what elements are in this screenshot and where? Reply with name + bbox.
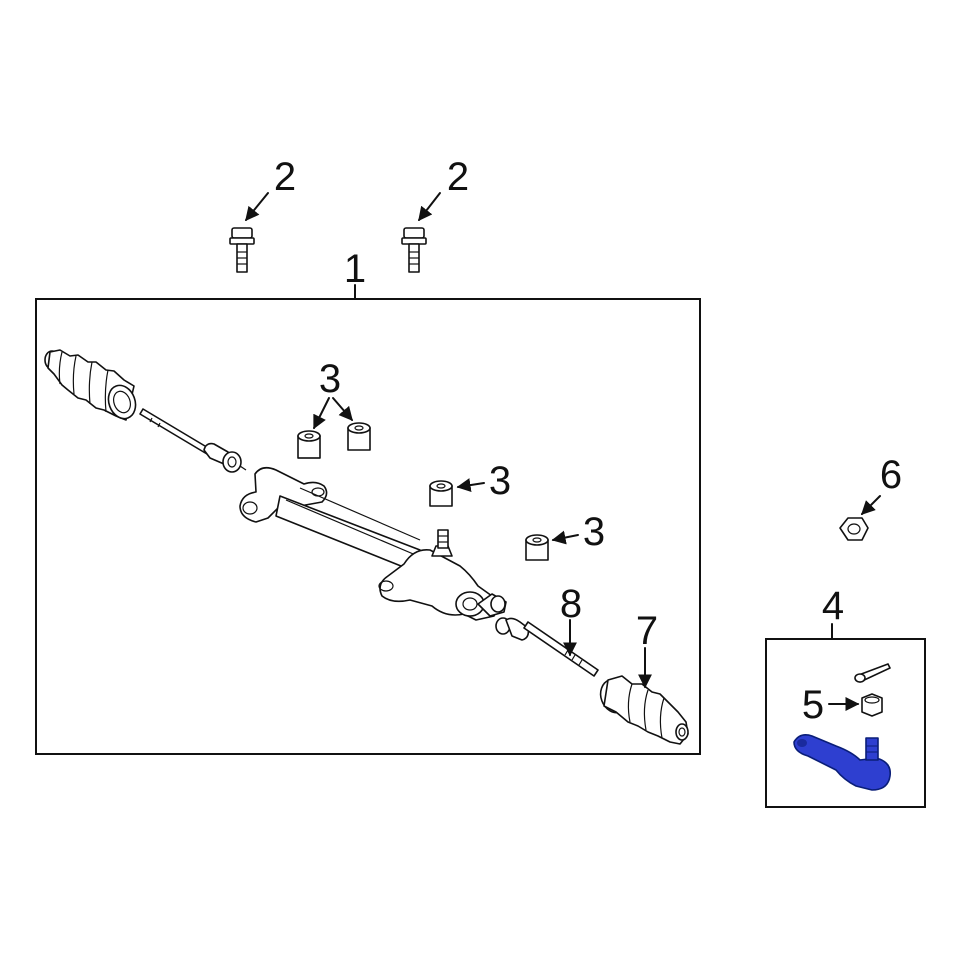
kit-nut — [861, 693, 883, 717]
outer-tie-rod-end — [793, 734, 892, 791]
bolt-left — [229, 227, 255, 273]
inner-tie-rod-left — [139, 408, 247, 473]
boot-left — [44, 349, 137, 421]
bushing-top-left-arrow — [313, 397, 330, 430]
callout-tie-rod-end-kit: 4 — [822, 584, 844, 628]
boot-right — [599, 675, 689, 745]
callout-kit-nut: 5 — [802, 683, 824, 727]
nut-arrow — [861, 495, 881, 515]
callout-bushing-middle: 3 — [489, 459, 511, 503]
callout-bushings-top: 3 — [319, 357, 341, 401]
callout-boot: 7 — [636, 609, 658, 653]
inner-tie-rod-right — [495, 617, 599, 677]
bushing-top-left — [297, 430, 321, 459]
rack-housing — [239, 466, 507, 621]
bushing-middle — [429, 480, 453, 507]
tie-rod-end-kit-frame — [765, 638, 926, 808]
bushing-top-right-arrow — [332, 397, 353, 422]
callout-rack-assembly: 1 — [344, 247, 366, 291]
bushing-middle-arrow — [456, 478, 485, 493]
bolt-right — [401, 227, 427, 273]
callout-nut: 6 — [880, 453, 902, 497]
bushing-top-right — [347, 422, 371, 451]
callout-inner-tie-rod: 8 — [560, 582, 582, 626]
callout-bolt-left: 2 — [274, 155, 296, 199]
rack-assembly-frame — [35, 298, 701, 755]
bushing-lower-arrow — [551, 530, 579, 545]
bolt-left-arrow — [245, 192, 269, 222]
bolt-right-arrow — [418, 192, 441, 222]
cotter-pin — [854, 663, 891, 683]
bushing-lower — [525, 534, 549, 561]
nut — [839, 517, 869, 541]
callout-bolt-right: 2 — [447, 155, 469, 199]
callout-bushing-lower: 3 — [583, 510, 605, 554]
